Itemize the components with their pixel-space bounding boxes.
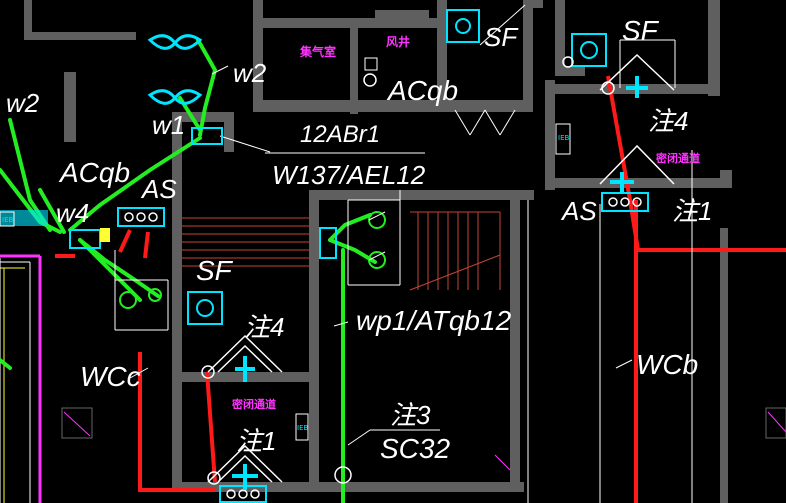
thin-lines xyxy=(114,39,693,503)
room-fire-passage-right: 密闭通道 xyxy=(656,151,700,165)
room-fire-passage-mid: 密闭通道 xyxy=(232,397,276,411)
label-acqb-top: ACqb xyxy=(386,75,458,106)
riser-circle-bottom xyxy=(334,466,352,484)
svg-text:IEB: IEB xyxy=(558,134,569,142)
svg-text:IEB: IEB xyxy=(297,424,308,432)
label-zhu1-mid: 注1 xyxy=(236,426,276,456)
as-socket-right xyxy=(601,192,649,212)
label-sf-right: SF xyxy=(622,15,660,46)
door-swing-right-lower xyxy=(599,144,675,192)
as-socket-left xyxy=(117,207,165,227)
distribution-panel-left xyxy=(0,210,48,226)
label-zhu4-mid: 注4 xyxy=(244,312,284,342)
fan-icon-top xyxy=(147,34,203,50)
walls xyxy=(24,0,732,503)
label-cable-line1: 12ABr1 xyxy=(300,121,380,148)
label-sf-mid: SF xyxy=(196,255,234,286)
label-wcc: WCc xyxy=(80,361,141,392)
label-as-right: AS xyxy=(560,196,597,226)
label-w2-top: w2 xyxy=(233,58,267,88)
leader-ticks xyxy=(129,65,633,379)
label-zhu1-right: 注1 xyxy=(672,196,712,226)
label-w4: w4 xyxy=(56,198,89,228)
shaft-valve-icon xyxy=(363,73,377,87)
label-w1: w1 xyxy=(152,110,185,140)
stairs-right xyxy=(409,211,501,291)
motor-symbols-left xyxy=(119,288,162,309)
ieb-tag-left: IEB xyxy=(0,211,15,227)
door-swing-right-upper xyxy=(599,53,675,98)
green-wires xyxy=(0,38,377,503)
valve-icon-right xyxy=(562,56,574,68)
label-w2-left: w2 xyxy=(6,88,40,118)
room-gas: 集气室 xyxy=(299,44,336,59)
junction-box-stair xyxy=(319,227,337,259)
ieb-tag-right: IEB xyxy=(555,123,571,155)
label-wp1: wp1/ATqb12 xyxy=(356,305,512,336)
label-zhu3: 注3 xyxy=(390,400,431,430)
red-wires xyxy=(55,75,786,503)
door-swing-mid-upper xyxy=(201,334,283,382)
room-wind-shaft: 风井 xyxy=(386,34,410,49)
label-as-left: AS xyxy=(140,174,177,204)
label-zhu4-right: 注4 xyxy=(648,106,688,136)
junction-box-w4-tag xyxy=(100,228,110,242)
door-swing-mid-lower xyxy=(207,444,283,490)
stairs-left xyxy=(182,217,309,267)
hatch-marks xyxy=(61,407,786,471)
label-acqb-left: ACqb xyxy=(58,157,130,188)
label-wcb: WCb xyxy=(636,349,698,380)
label-sf-shaft: SF xyxy=(484,22,519,52)
label-cable-line2: W137/AEL12 xyxy=(272,160,426,190)
fan-icon-bottom xyxy=(147,89,203,105)
sf-fan-box-shaft xyxy=(446,4,526,46)
junction-box-w1 xyxy=(191,127,223,145)
sf-fan-box-mid xyxy=(187,291,223,325)
label-sc32: SC32 xyxy=(380,433,450,464)
svg-text:IEB: IEB xyxy=(2,216,13,224)
shaft-box xyxy=(364,57,378,71)
ieb-tag-mid: IEB xyxy=(295,413,309,441)
motor-symbols-stair xyxy=(368,211,386,269)
left-pipes xyxy=(0,254,42,503)
sf-fan-box-top xyxy=(571,33,607,67)
